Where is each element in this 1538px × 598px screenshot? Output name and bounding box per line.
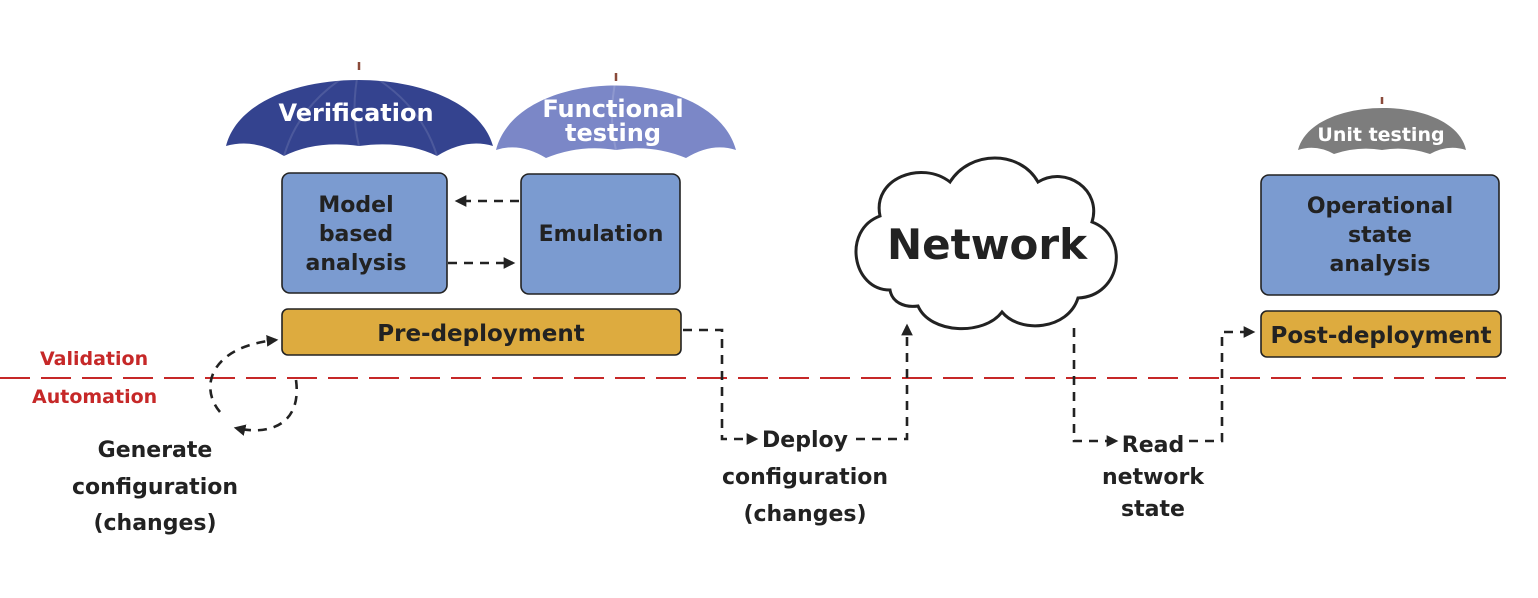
- model-based-analysis-label-line1: Model: [318, 193, 393, 218]
- model-based-analysis-label-line2: based: [319, 222, 393, 247]
- functional-testing-label-line1: Functional: [542, 95, 683, 123]
- generate-loop-arrow-up: [209, 335, 279, 413]
- pre-deployment-bar: [281, 308, 682, 356]
- operational-state-analysis-label-line1: Operational: [1307, 194, 1453, 219]
- network-cloud-icon: [854, 156, 1118, 331]
- deploy-configuration-label-line2: configuration: [722, 465, 888, 490]
- generate-configuration-label-line3: (changes): [93, 511, 216, 536]
- read-to-post-path: [1189, 326, 1256, 443]
- read-network-state-label-line3: state: [1121, 497, 1185, 522]
- functional-testing-label-line2: testing: [565, 119, 661, 147]
- generate-configuration-label-line1: Generate: [98, 438, 213, 463]
- functional-testing-umbrella-icon: [496, 73, 736, 158]
- verification-label: Verification: [278, 99, 433, 127]
- read-network-state-label-line1: Read: [1122, 433, 1184, 458]
- validation-label: Validation: [40, 348, 148, 370]
- generate-loop-arrow-down: [233, 379, 299, 436]
- unit-testing-umbrella-icon: [1298, 97, 1466, 154]
- model-based-analysis-box: [281, 172, 448, 294]
- pre-deployment-label: Pre-deployment: [377, 321, 584, 347]
- deploy-to-network-path: [856, 323, 913, 441]
- network-label: Network: [887, 220, 1088, 269]
- pre-to-deploy-path: [683, 328, 759, 445]
- emulation-label: Emulation: [539, 222, 664, 247]
- operational-state-analysis-label-line3: analysis: [1330, 252, 1431, 277]
- network-to-read-path: [1072, 328, 1119, 447]
- operational-state-analysis-label-line2: state: [1348, 223, 1412, 248]
- post-deployment-label: Post-deployment: [1270, 323, 1491, 349]
- deploy-configuration-label-line3: (changes): [743, 502, 866, 527]
- post-deployment-bar: [1260, 310, 1502, 358]
- emulation-box: [520, 173, 681, 295]
- verification-umbrella-icon: [226, 62, 493, 157]
- unit-testing-label: Unit testing: [1317, 124, 1444, 146]
- read-network-state-label-line2: network: [1102, 465, 1205, 490]
- deploy-configuration-label-line1: Deploy: [762, 428, 848, 453]
- automation-label: Automation: [32, 386, 157, 408]
- model-based-analysis-label-line3: analysis: [306, 251, 407, 276]
- generate-configuration-label-line2: configuration: [72, 475, 238, 500]
- operational-state-analysis-box: [1260, 174, 1500, 296]
